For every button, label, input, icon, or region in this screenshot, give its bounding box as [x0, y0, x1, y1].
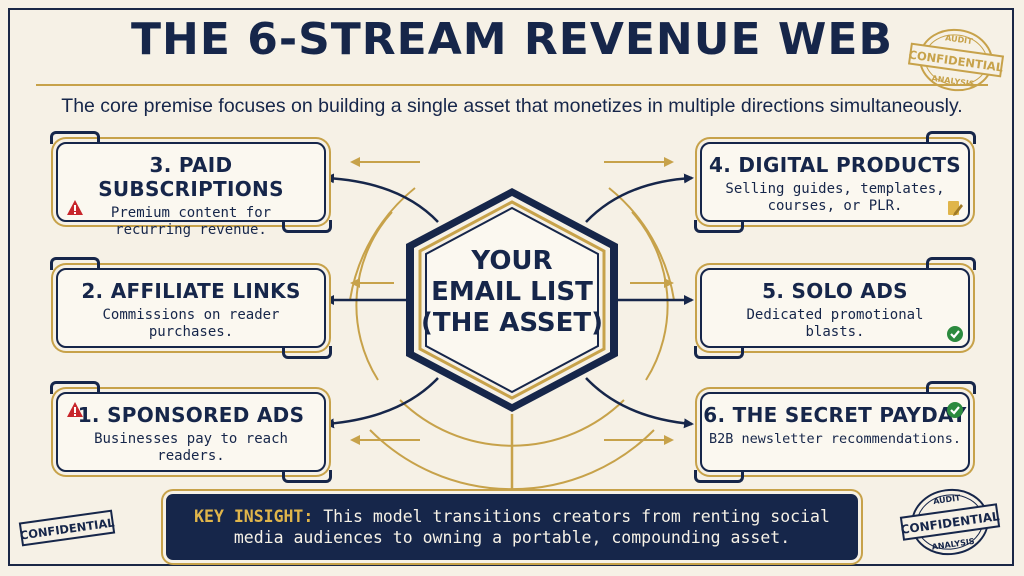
card-tail	[694, 220, 744, 233]
card-tail	[282, 346, 332, 359]
connector-paid	[324, 173, 439, 223]
card-affiliate-links: 2. AFFILIATE LINKS Commissions on reader…	[50, 257, 332, 359]
key-insight-box: KEY INSIGHT: This model transitions crea…	[166, 494, 858, 560]
premise-text: The core premise focuses on building a s…	[61, 95, 963, 117]
card-description: Premium content for recurring revenue.	[110, 205, 272, 238]
card-secret-payday: 6. THE SECRET PAYDAY B2B newsletter reco…	[694, 381, 976, 483]
card-tail	[282, 220, 332, 233]
card-solo-ads: 5. SOLO ADS Dedicated promotional blasts…	[694, 257, 976, 359]
card-tail	[694, 346, 744, 359]
card-tail	[694, 470, 744, 483]
check-circle-icon	[947, 402, 963, 418]
card-description: Commissions on reader purchases.	[102, 307, 280, 340]
arc-upper-right	[631, 211, 669, 381]
stamp-top-label: AUDIT	[933, 493, 962, 506]
center-asset-label: YOUR EMAIL LIST (THE ASSET)	[400, 246, 624, 339]
card-title: 3. PAID SUBSCRIPTIONS	[98, 153, 284, 201]
card-tab	[50, 381, 100, 394]
connector-sponsored	[324, 377, 439, 429]
card-description: Dedicated promotional blasts.	[746, 307, 924, 340]
confidential-stamp-bottom-right: AUDIT CONFIDENTIAL ANALYSIS	[899, 488, 1001, 556]
warning-icon	[67, 200, 83, 215]
stamp-bottom-label: ANALYSIS	[931, 74, 975, 89]
card-tab	[926, 381, 976, 394]
title-divider	[36, 84, 988, 86]
connector-secret	[585, 377, 694, 429]
card-tab	[50, 257, 100, 270]
card-title: 4. DIGITAL PRODUCTS	[709, 153, 961, 177]
key-insight-label: KEY INSIGHT:	[194, 507, 314, 526]
key-insight-text-2: media audiences to owning a portable, co…	[233, 528, 791, 547]
arc-upper-left	[355, 211, 393, 381]
center-line-2: EMAIL LIST	[431, 277, 593, 307]
card-description: Businesses pay to reach readers.	[94, 431, 288, 464]
card-digital-products: 4. DIGITAL PRODUCTS Selling guides, temp…	[694, 131, 976, 233]
center-line-3: (THE ASSET)	[421, 308, 603, 338]
confidential-stamp-bottom-left: CONFIDENTIAL	[18, 509, 116, 547]
check-circle-icon	[947, 326, 963, 342]
card-tail	[282, 470, 332, 483]
card-tab	[926, 257, 976, 270]
center-line-1: YOUR	[471, 246, 553, 276]
card-description: B2B newsletter recommendations.	[709, 431, 961, 447]
card-description: Selling guides, templates, courses, or P…	[725, 181, 945, 214]
page-title: THE 6-STREAM REVENUE WEB	[131, 14, 893, 65]
key-insight-line-1: KEY INSIGHT: This model transitions crea…	[166, 506, 858, 527]
stamp-top-label: AUDIT	[945, 33, 974, 46]
card-sponsored-ads: 1. SPONSORED ADS Businesses pay to reach…	[50, 381, 332, 483]
card-paid-subscriptions: 3. PAID SUBSCRIPTIONS Premium content fo…	[50, 131, 332, 238]
connector-digital	[585, 173, 694, 223]
document-pencil-icon	[948, 201, 963, 216]
card-title: 2. AFFILIATE LINKS	[81, 279, 301, 303]
key-insight-text-1: This model transitions creators from ren…	[323, 507, 830, 526]
confidential-stamp-top-right: AUDIT CONFIDENTIAL ANALYSIS	[908, 28, 1004, 92]
page-frame	[8, 8, 1014, 566]
card-title: 1. SPONSORED ADS	[77, 403, 305, 427]
card-title: 6. THE SECRET PAYDAY	[703, 403, 967, 427]
card-tab	[926, 131, 976, 144]
card-title: 5. SOLO ADS	[762, 279, 908, 303]
email-list-hexagon	[406, 188, 618, 412]
card-tab	[50, 131, 100, 144]
warning-icon	[67, 402, 83, 417]
